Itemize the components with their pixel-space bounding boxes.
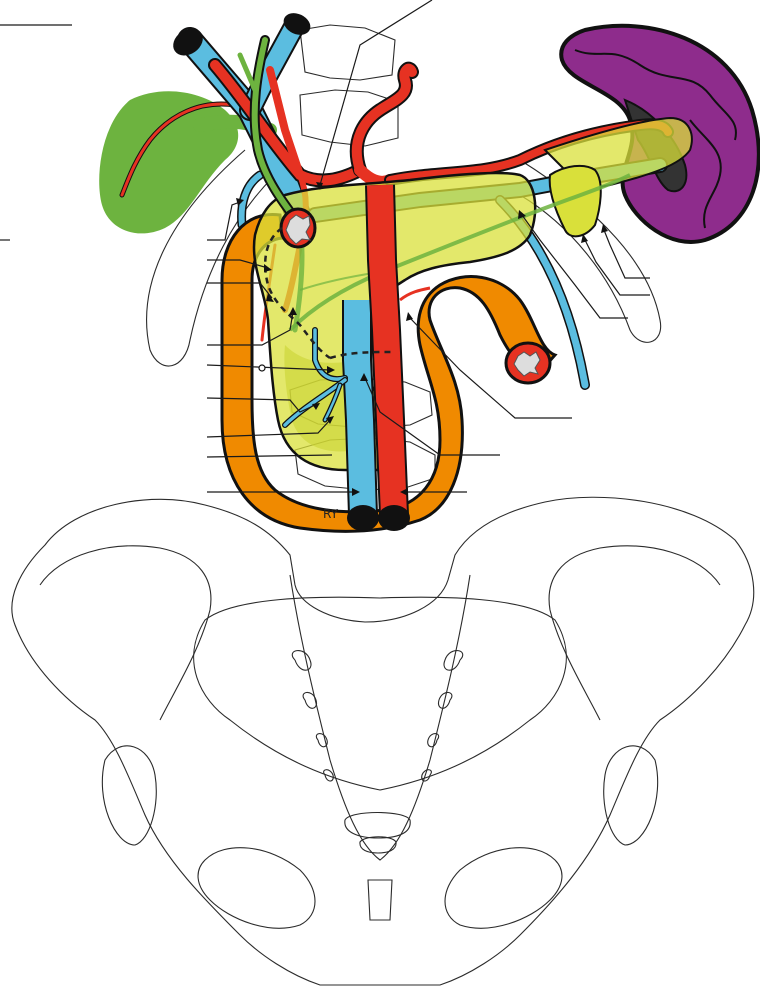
sacral-foramen bbox=[428, 734, 439, 747]
gallbladder-body bbox=[99, 91, 238, 233]
obturator-left bbox=[198, 848, 315, 929]
vertebra-outline bbox=[300, 25, 395, 80]
pubic-symphysis bbox=[368, 880, 392, 920]
superior-mesenteric-vein-fill bbox=[357, 300, 363, 515]
leader-line bbox=[320, 0, 432, 185]
leader-line bbox=[604, 230, 650, 278]
acetabulum-left bbox=[102, 746, 156, 845]
pancreas-tail-segment bbox=[550, 166, 601, 236]
sma-cut-end bbox=[378, 505, 410, 531]
label-ry: RY bbox=[323, 507, 339, 521]
iliac-wing-right-inner bbox=[549, 546, 720, 720]
acetabulum-right bbox=[604, 746, 658, 845]
bile-duct-cross-section bbox=[281, 209, 315, 247]
leader-line bbox=[585, 240, 650, 295]
pelvis-outline bbox=[12, 497, 754, 985]
smv-cut-end bbox=[347, 505, 379, 531]
sacrum-outline bbox=[290, 575, 470, 860]
marker-dot bbox=[259, 365, 265, 371]
superior-mesenteric-artery-fill bbox=[380, 185, 394, 515]
left-gastric-artery-fill bbox=[357, 69, 412, 170]
sacrum-inner bbox=[194, 597, 567, 790]
iliac-wing-left-inner bbox=[40, 546, 211, 720]
vertebra-outline bbox=[300, 90, 398, 146]
obturator-right bbox=[445, 848, 562, 929]
